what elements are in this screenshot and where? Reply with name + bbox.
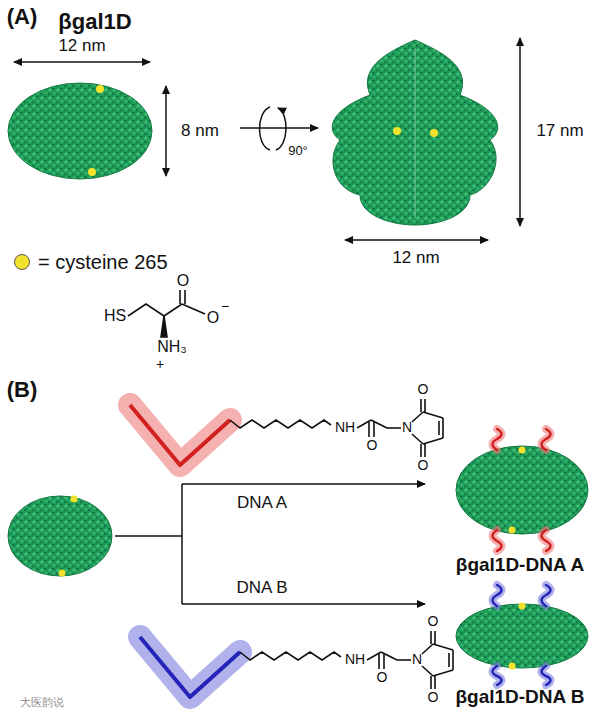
panel-letter: (A) — [7, 5, 38, 29]
dimension-arrow — [165, 86, 167, 176]
dna-b-reagent — [140, 631, 453, 697]
protein-side — [332, 40, 498, 225]
watermark: 大医韵说 — [20, 696, 64, 708]
protein-top — [8, 83, 152, 179]
legend-swatch — [14, 254, 30, 270]
complex-label: βgal1D-DNA A — [456, 555, 584, 576]
charge-label: − — [221, 299, 229, 314]
product-b — [456, 585, 588, 685]
dna-a-reagent — [130, 399, 443, 465]
angle-label: 90° — [288, 144, 308, 158]
dimension-label: 12 nm — [392, 249, 439, 268]
legend-text: = cysteine 265 — [38, 251, 168, 273]
atom-label: NH — [335, 420, 355, 435]
protein-start — [8, 496, 112, 577]
product-a — [456, 429, 588, 551]
dimension-label: 17 nm — [536, 122, 583, 141]
complex-label: βgal1D-DNA B — [455, 687, 584, 708]
atom-label: O — [428, 614, 439, 629]
charge-label: + — [156, 357, 164, 372]
conjugate-complex: βgal1D-DNA B — [440, 588, 600, 710]
panel-title: βgal1D — [58, 10, 131, 34]
atom-label: O — [207, 309, 219, 327]
reagent-label: DNA A — [237, 494, 287, 513]
panel-letter: (B) — [7, 378, 38, 402]
reaction-arrow — [115, 484, 425, 604]
dimension-arrow — [345, 239, 488, 241]
atom-label: O — [377, 670, 388, 685]
atom-label: O — [428, 690, 439, 705]
atom-label: O — [418, 458, 429, 473]
dimension-arrow — [14, 61, 150, 63]
atom-label: HS — [104, 307, 126, 325]
conjugate-complex: βgal1D-DNA A — [440, 430, 600, 578]
dimension-label: 12 nm — [58, 37, 105, 56]
atom-label: O — [177, 272, 189, 290]
reagent-label: DNA B — [236, 579, 287, 598]
atom-label: NH — [345, 652, 365, 667]
atom-label: N — [402, 420, 412, 435]
dimension-label: 8 nm — [181, 122, 219, 141]
dimension-arrow — [519, 38, 521, 226]
atom-label: N — [412, 652, 422, 667]
cysteine-structure — [128, 290, 205, 337]
atom-label: O — [367, 438, 378, 453]
atom-label: O — [418, 382, 429, 397]
atom-label: NH₃ — [157, 338, 187, 356]
